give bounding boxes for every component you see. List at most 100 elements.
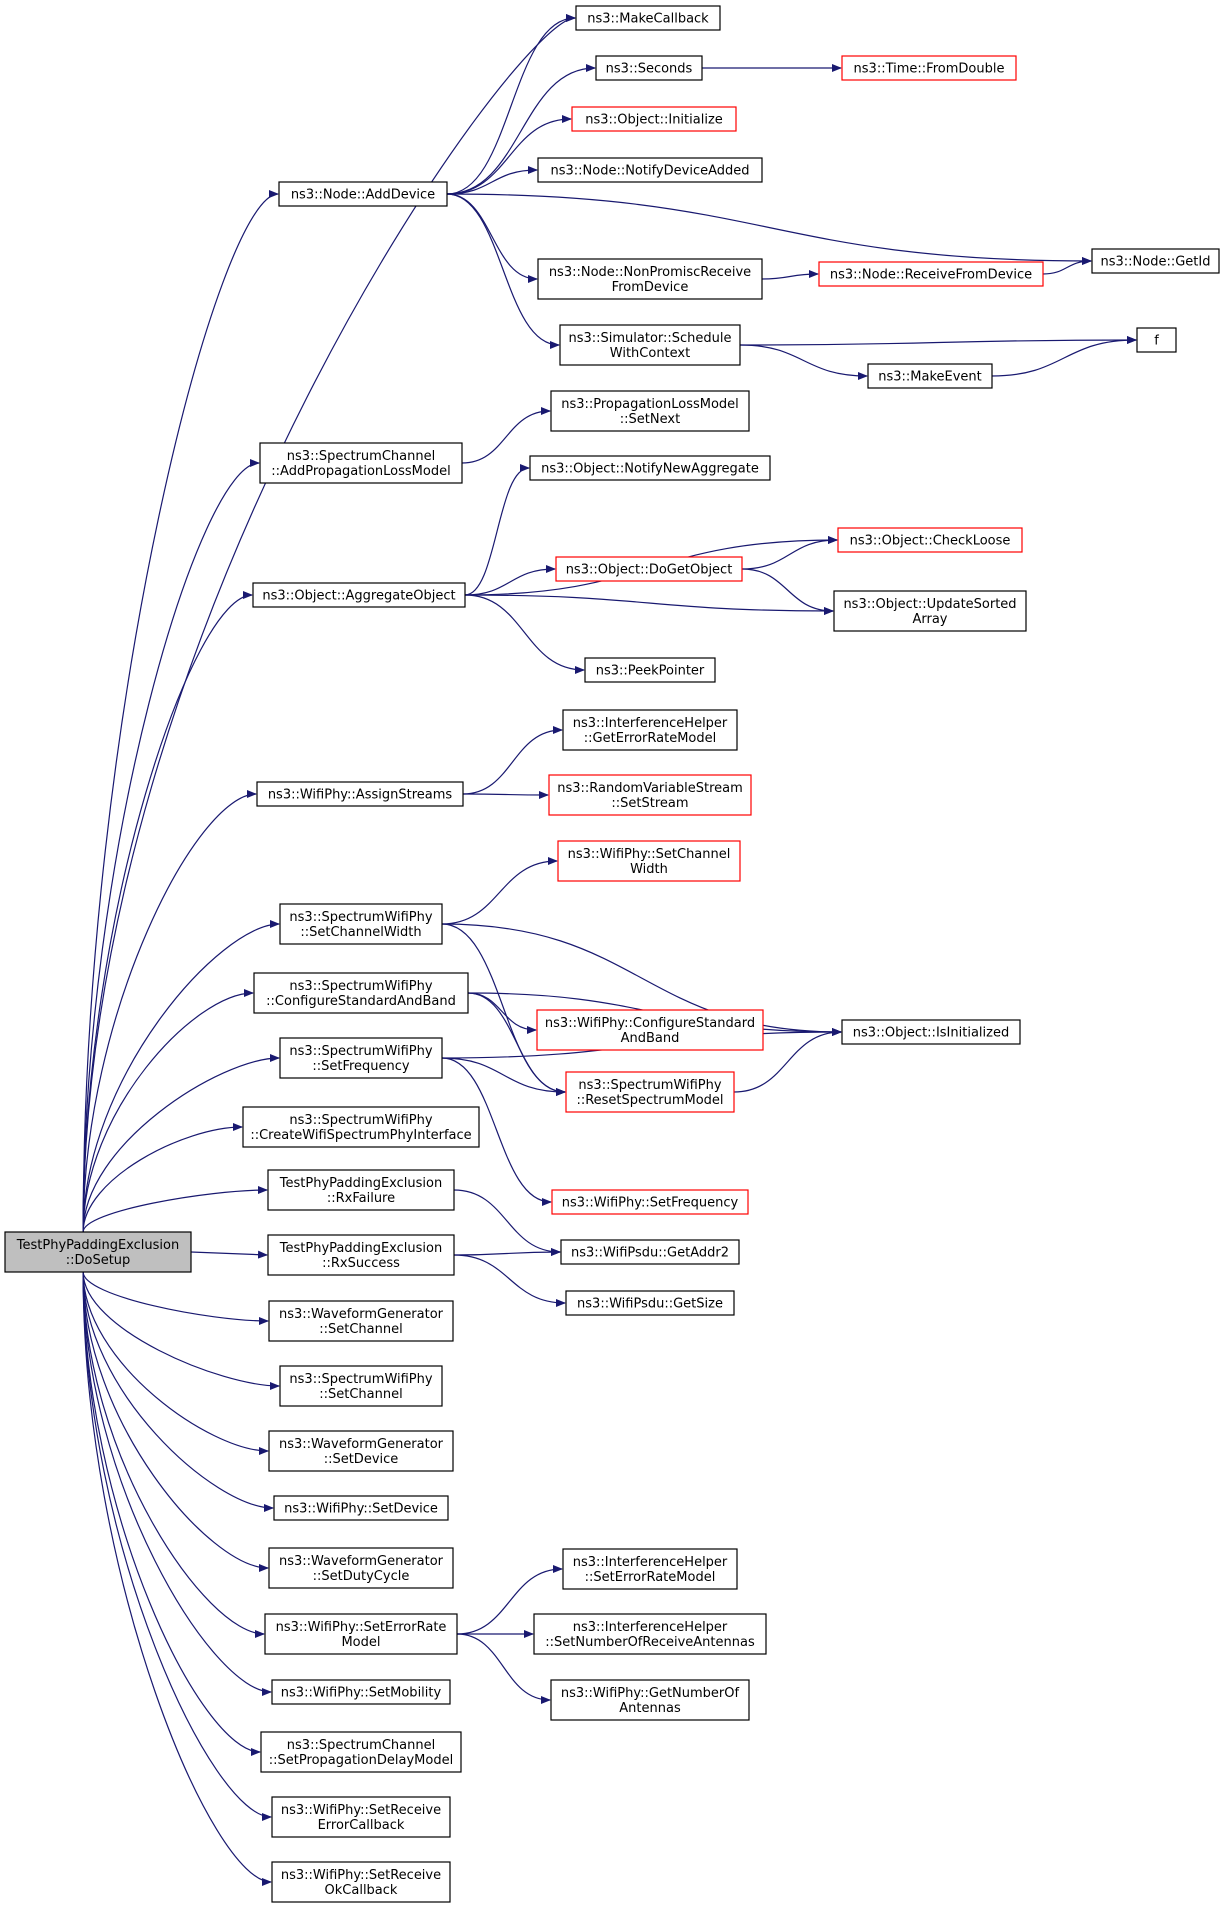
node-makeevent[interactable]: ns3::MakeEvent [867, 363, 993, 389]
node-label: ns3::WifiPhy::SetMobility [281, 1686, 442, 1701]
edge-dogetobject-to-updatesorted [741, 568, 834, 615]
node-root[interactable]: TestPhyPaddingExclusion::DoSetup [4, 1231, 192, 1273]
node-box [560, 1239, 740, 1265]
node-setmobility[interactable]: ns3::WifiPhy::SetMobility [271, 1679, 451, 1705]
edge-adddevice-to-getid [446, 193, 1092, 265]
edge-adddevice-to-nonpromisc [446, 193, 538, 283]
edge-root-to-aggregateobject [82, 591, 253, 1233]
node-plm-setnext[interactable]: ns3::PropagationLossModel::SetNext [550, 390, 750, 432]
node-setnumrxantennas[interactable]: ns3::InterferenceHelper::SetNumberOfRece… [533, 1613, 767, 1655]
edge-adddevice-to-seconds [446, 64, 596, 195]
node-adddevice[interactable]: ns3::Node::AddDevice [278, 181, 448, 207]
node-wg-setdutycycle[interactable]: ns3::WaveformGenerator::SetDutyCycle [268, 1547, 454, 1589]
node-receivefromdevice[interactable]: ns3::Node::ReceiveFromDevice [818, 261, 1044, 287]
edge-aggregateobject-to-notifynewagg [464, 464, 530, 596]
node-box [268, 1430, 454, 1472]
node-label: ns3::SpectrumWifiPhy [289, 910, 432, 925]
edge-swp-configure-to-resetspectrummodel [467, 992, 566, 1096]
node-wg-setchannel[interactable]: ns3::WaveformGenerator::SetChannel [268, 1300, 454, 1342]
node-swp-setfrequency[interactable]: ns3::SpectrumWifiPhy::SetFrequency [279, 1037, 443, 1079]
node-label: ::ResetSpectrumModel [576, 1093, 723, 1108]
node-assignstreams[interactable]: ns3::WifiPhy::AssignStreams [256, 781, 464, 807]
node-seterrorratemodel[interactable]: ns3::WifiPhy::SetErrorRateModel [264, 1613, 458, 1655]
edge-root-to-assignstreams [82, 790, 257, 1233]
node-getaddr2[interactable]: ns3::WifiPsdu::GetAddr2 [560, 1239, 740, 1265]
node-swp-configure[interactable]: ns3::SpectrumWifiPhy::ConfigureStandardA… [253, 972, 469, 1014]
node-label: ns3::Node::NonPromiscReceive [549, 265, 751, 280]
node-swp-setchannel[interactable]: ns3::SpectrumWifiPhy::SetChannel [279, 1365, 443, 1407]
node-label: ns3::WifiPhy::ConfigureStandard [545, 1016, 755, 1031]
node-rxsuccess[interactable]: TestPhyPaddingExclusion::RxSuccess [267, 1234, 455, 1276]
node-resetspectrummodel[interactable]: ns3::SpectrumWifiPhy::ResetSpectrumModel [565, 1071, 735, 1113]
node-label: ::SetNumberOfReceiveAntennas [545, 1635, 755, 1650]
node-notifynewagg[interactable]: ns3::Object::NotifyNewAggregate [529, 455, 771, 481]
node-label: ::RxFailure [327, 1191, 395, 1206]
edge-swp-setchannelwidth-to-wifiphy-setchannelwidth [441, 857, 558, 925]
node-box [529, 455, 771, 481]
node-initialize[interactable]: ns3::Object::Initialize [571, 106, 737, 132]
edge-root-to-wg-setdevice [82, 1271, 269, 1455]
node-box [242, 1106, 480, 1148]
node-box [268, 1547, 454, 1589]
node-label: ns3::WifiPhy::SetReceive [281, 1868, 441, 1883]
node-box [833, 590, 1027, 632]
node-notifydeviceadded[interactable]: ns3::Node::NotifyDeviceAdded [537, 157, 763, 183]
node-wifiphy-configure[interactable]: ns3::WifiPhy::ConfigureStandardAndBand [536, 1009, 764, 1051]
node-label: ns3::SpectrumWifiPhy [289, 1044, 432, 1059]
edge-assignstreams-to-geterrorratemodel [462, 726, 563, 795]
node-box [252, 582, 466, 608]
node-label: ns3::PropagationLossModel [561, 397, 739, 412]
node-getid[interactable]: ns3::Node::GetId [1091, 248, 1220, 274]
node-isinitialized[interactable]: ns3::Object::IsInitialized [841, 1019, 1021, 1045]
node-dogetobject[interactable]: ns3::Object::DoGetObject [555, 556, 743, 582]
node-geterrorratemodel[interactable]: ns3::InterferenceHelper::GetErrorRateMod… [562, 709, 738, 751]
edge-root-to-setrxerrorcb [82, 1271, 272, 1821]
node-rxfailure[interactable]: TestPhyPaddingExclusion::RxFailure [267, 1169, 455, 1211]
node-box [841, 1019, 1021, 1045]
node-checkloose[interactable]: ns3::Object::CheckLoose [837, 527, 1023, 553]
node-box [4, 1231, 192, 1273]
node-label: ::GetErrorRateModel [584, 731, 716, 746]
edges-layer [82, 14, 1137, 1886]
node-label: ns3::WifiPhy::SetChannel [568, 847, 731, 862]
node-label: TestPhyPaddingExclusion [16, 1238, 179, 1253]
node-box [557, 840, 741, 882]
edge-root-to-swp-setchannelwidth [82, 920, 280, 1233]
node-getsize[interactable]: ns3::WifiPsdu::GetSize [565, 1290, 735, 1316]
node-box [562, 709, 738, 751]
node-label: ns3::SpectrumWifiPhy [578, 1078, 721, 1093]
nodes-layer: TestPhyPaddingExclusion::DoSetup ns3::Mak… [4, 5, 1220, 1903]
node-setpropdelay[interactable]: ns3::SpectrumChannel::SetPropagationDela… [260, 1731, 462, 1773]
node-label: ::SetPropagationDelayModel [269, 1753, 453, 1768]
node-label: ns3::Time::FromDouble [854, 62, 1005, 77]
edge-root-to-adddevice [82, 190, 279, 1233]
node-label: ns3::Simulator::Schedule [568, 331, 731, 346]
node-peekpointer[interactable]: ns3::PeekPointer [584, 657, 716, 683]
node-swp-setchannelwidth[interactable]: ns3::SpectrumWifiPhy::SetChannelWidth [279, 903, 443, 945]
node-label: ::AddPropagationLossModel [271, 464, 450, 479]
edge-aggregateobject-to-dogetobject [464, 565, 556, 596]
node-label: ns3::SpectrumWifiPhy [289, 979, 432, 994]
node-fromdouble[interactable]: ns3::Time::FromDouble [841, 55, 1017, 81]
edge-root-to-rxsuccess [190, 1250, 268, 1259]
node-label: ns3::WifiPhy::SetFrequency [562, 1196, 739, 1211]
node-wifiphy-setfrequency[interactable]: ns3::WifiPhy::SetFrequency [551, 1189, 749, 1215]
node-f[interactable]: f [1136, 327, 1177, 353]
node-seterrorratemodel-ih[interactable]: ns3::InterferenceHelper::SetErrorRateMod… [562, 1548, 738, 1590]
node-createwifispectrum[interactable]: ns3::SpectrumWifiPhy::CreateWifiSpectrum… [242, 1106, 480, 1148]
node-wifiphy-setdevice[interactable]: ns3::WifiPhy::SetDevice [273, 1495, 449, 1521]
node-setstream[interactable]: ns3::RandomVariableStream::SetStream [548, 774, 752, 816]
node-makecallback[interactable]: ns3::MakeCallback [575, 5, 721, 31]
node-seconds[interactable]: ns3::Seconds [595, 55, 703, 81]
node-addplm[interactable]: ns3::SpectrumChannel::AddPropagationLoss… [259, 442, 463, 484]
node-box [1091, 248, 1220, 274]
node-wg-setdevice[interactable]: ns3::WaveformGenerator::SetDevice [268, 1430, 454, 1472]
node-aggregateobject[interactable]: ns3::Object::AggregateObject [252, 582, 466, 608]
node-wifiphy-setchannelwidth[interactable]: ns3::WifiPhy::SetChannelWidth [557, 840, 741, 882]
